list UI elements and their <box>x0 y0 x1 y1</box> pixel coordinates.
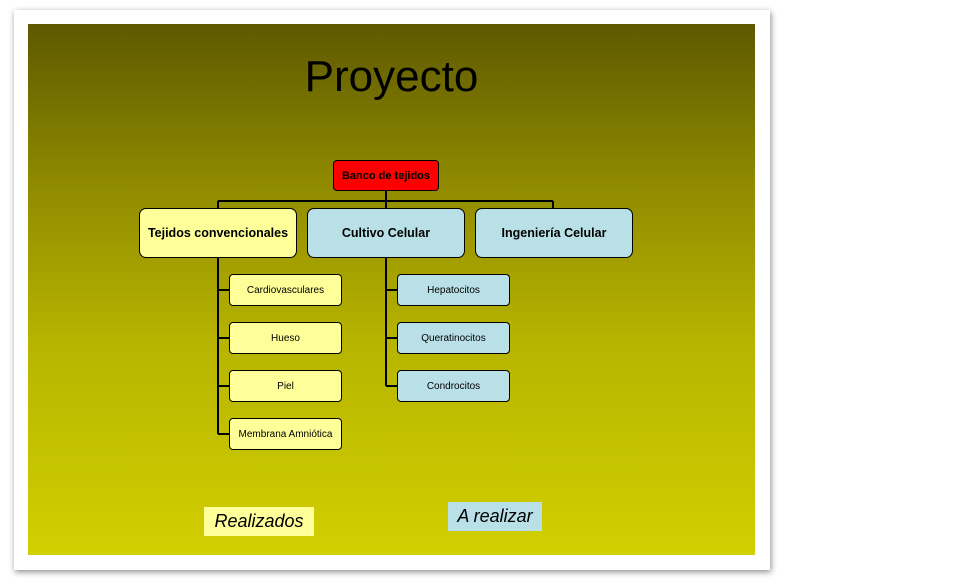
slide: Proyecto Banco de tejidos Tejidos conv <box>28 24 755 555</box>
legend-realizados: Realizados <box>204 507 314 536</box>
node-hepatocitos: Hepatocitos <box>397 274 510 306</box>
node-cardiovasculares: Cardiovasculares <box>229 274 342 306</box>
node-membrana-amniotica: Membrana Amniótica <box>229 418 342 450</box>
node-hueso: Hueso <box>229 322 342 354</box>
slide-title: Proyecto <box>304 52 479 101</box>
node-cultivo-celular: Cultivo Celular <box>307 208 465 258</box>
node-condrocitos: Condrocitos <box>397 370 510 402</box>
node-ingenieria-celular: Ingeniería Celular <box>475 208 633 258</box>
legend-a-realizar: A realizar <box>448 502 542 531</box>
node-banco-de-tejidos: Banco de tejidos <box>333 160 439 191</box>
node-tejidos-convencionales: Tejidos convencionales <box>139 208 297 258</box>
node-piel: Piel <box>229 370 342 402</box>
node-queratinocitos: Queratinocitos <box>397 322 510 354</box>
connector-lines <box>217 191 554 435</box>
